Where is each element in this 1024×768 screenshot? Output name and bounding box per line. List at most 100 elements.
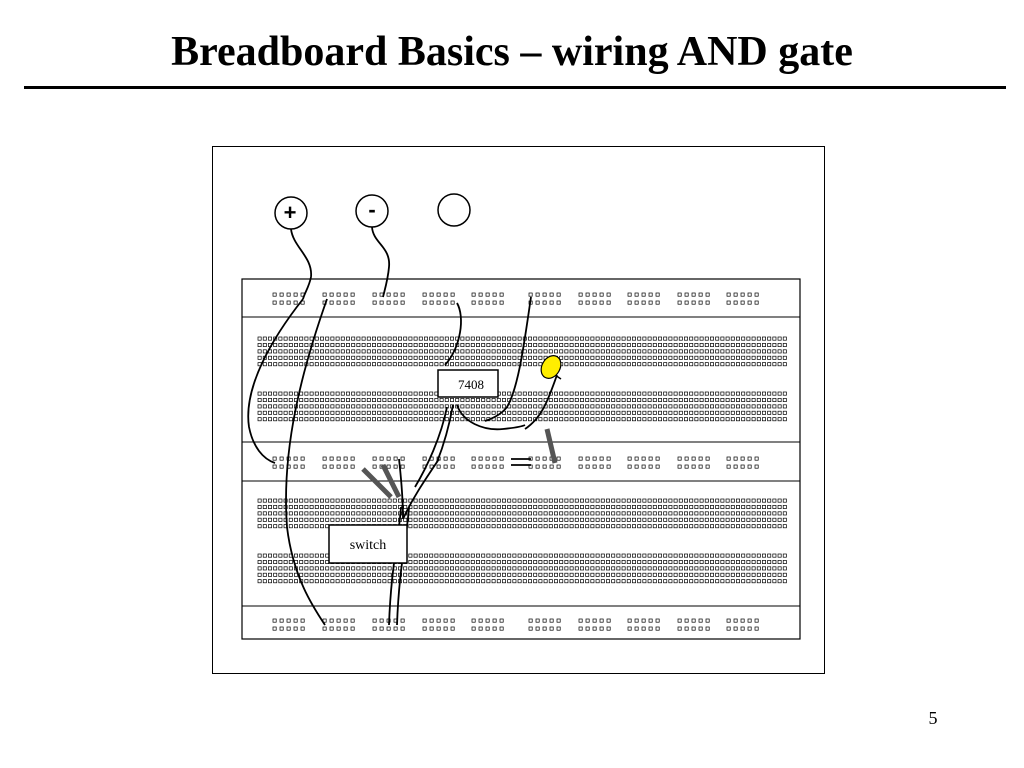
- hole: [616, 404, 621, 409]
- hole: [476, 505, 480, 509]
- hole: [689, 505, 694, 509]
- hole: [694, 505, 699, 509]
- wire: [285, 298, 328, 626]
- hole: [647, 572, 652, 577]
- hole: [455, 566, 460, 571]
- hole: [403, 572, 408, 577]
- hole: [278, 398, 283, 402]
- hole: [733, 626, 738, 631]
- hole: [436, 626, 441, 631]
- hole: [559, 505, 564, 509]
- hole: [637, 355, 642, 360]
- hole: [422, 618, 427, 623]
- hole: [522, 566, 527, 571]
- hole: [777, 572, 782, 577]
- hole: [756, 362, 761, 367]
- hole: [522, 524, 527, 529]
- hole: [756, 553, 761, 558]
- hole: [309, 417, 314, 422]
- hole: [782, 391, 787, 396]
- hole: [439, 560, 444, 564]
- hole: [336, 300, 341, 305]
- hole: [450, 498, 454, 503]
- hole: [262, 553, 267, 558]
- hole: [698, 464, 703, 469]
- hole: [538, 553, 543, 558]
- hole: [616, 524, 621, 529]
- hole: [730, 517, 735, 522]
- hole: [658, 404, 662, 409]
- hole: [580, 349, 584, 354]
- hole: [741, 417, 746, 422]
- hole: [652, 355, 657, 360]
- hole: [655, 626, 660, 631]
- hole: [294, 349, 298, 354]
- hole: [710, 410, 714, 415]
- hole: [528, 410, 532, 415]
- hole: [616, 398, 621, 402]
- hole: [621, 511, 626, 516]
- led: [540, 355, 562, 379]
- hole: [257, 560, 262, 564]
- hole: [351, 336, 356, 341]
- hole: [756, 355, 761, 360]
- hole: [720, 417, 725, 422]
- hole: [361, 417, 366, 422]
- hole: [471, 456, 476, 461]
- hole: [387, 355, 392, 360]
- hole: [434, 343, 439, 347]
- hole: [600, 517, 605, 522]
- hole: [595, 505, 600, 509]
- hole: [585, 553, 590, 558]
- hole: [689, 553, 694, 558]
- hole: [304, 524, 309, 529]
- hole: [782, 498, 787, 503]
- hole: [642, 517, 647, 522]
- hole: [652, 336, 657, 341]
- hole: [366, 355, 371, 360]
- hole: [455, 349, 460, 354]
- hole: [668, 410, 673, 415]
- hole: [736, 524, 740, 529]
- hole: [434, 560, 439, 564]
- hole: [772, 498, 777, 503]
- hole: [564, 572, 569, 577]
- hole: [329, 300, 334, 305]
- hole: [663, 579, 668, 584]
- hole: [741, 498, 746, 503]
- hole: [606, 618, 611, 623]
- hole: [600, 355, 605, 360]
- hole: [465, 349, 470, 354]
- hole: [283, 560, 288, 564]
- hole: [330, 410, 335, 415]
- hole: [299, 524, 304, 529]
- hole: [398, 498, 402, 503]
- hole: [626, 572, 631, 577]
- hole: [340, 410, 345, 415]
- hole: [314, 498, 319, 503]
- hole: [340, 404, 345, 409]
- hole: [455, 505, 460, 509]
- hole: [486, 398, 491, 402]
- hole: [418, 398, 423, 402]
- hole: [564, 349, 569, 354]
- hole: [698, 456, 703, 461]
- hole: [429, 524, 434, 529]
- hole: [309, 511, 314, 516]
- hole: [262, 560, 267, 564]
- hole: [329, 626, 334, 631]
- hole: [320, 553, 324, 558]
- hole: [600, 553, 605, 558]
- hole: [772, 553, 777, 558]
- hole: [668, 553, 673, 558]
- hole: [554, 404, 558, 409]
- hole: [556, 456, 561, 461]
- hole: [294, 343, 298, 347]
- hole: [460, 505, 465, 509]
- hole: [585, 498, 590, 503]
- hole: [346, 517, 350, 522]
- hole: [496, 498, 501, 503]
- hole: [747, 292, 752, 297]
- hole: [460, 349, 465, 354]
- hole: [616, 410, 621, 415]
